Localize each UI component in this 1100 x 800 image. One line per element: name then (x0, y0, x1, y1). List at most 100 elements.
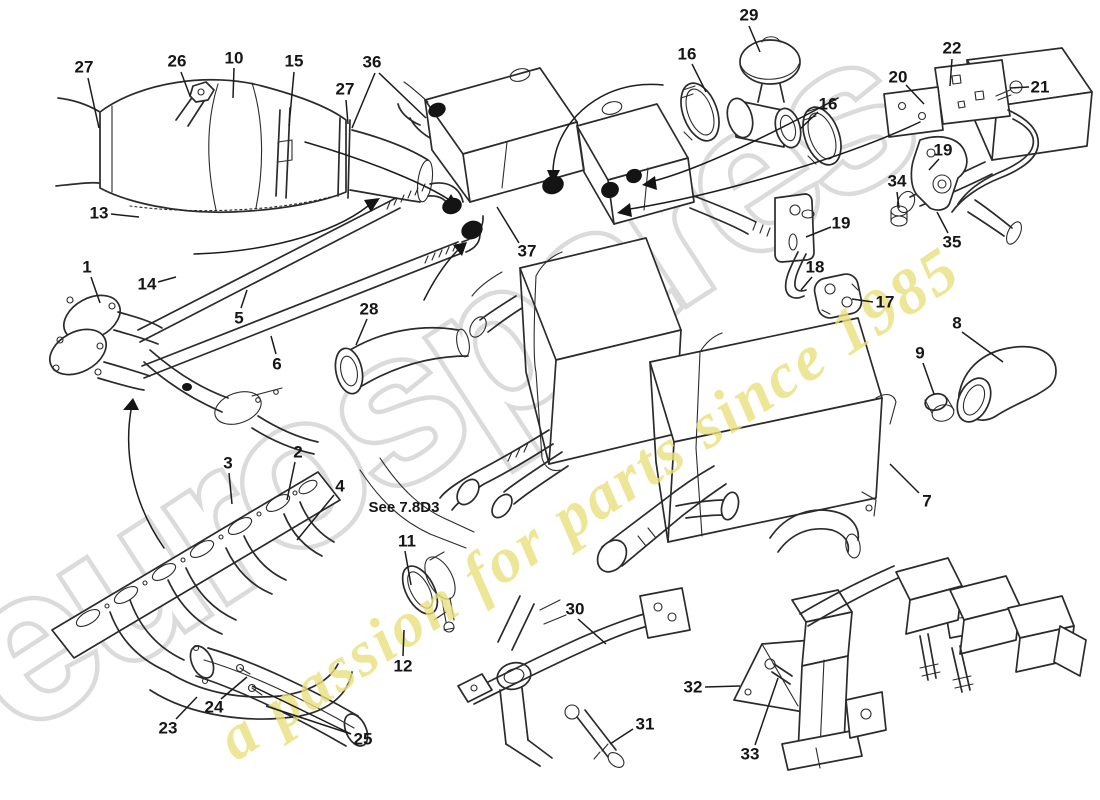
leader-line-36 (351, 72, 376, 129)
part-label-31: 31 (636, 715, 655, 734)
leader-line-29 (748, 25, 761, 53)
part-label-22: 22 (943, 39, 962, 58)
leader-line-11 (404, 550, 412, 586)
leader-line-33 (754, 677, 779, 746)
tailpipe-trim-drawing (924, 345, 1057, 423)
see-reference-note: See 7.8D3 (369, 499, 440, 516)
bracket-fragment-drawing (496, 595, 567, 767)
part-label-24: 24 (205, 698, 224, 717)
exhaust-valve-drawing (680, 36, 842, 166)
part-label-32: 32 (684, 678, 703, 697)
part-label-16a: 16 (678, 45, 697, 64)
hanger-bracket-lower-drawing (774, 193, 815, 299)
part-label-34: 34 (888, 172, 907, 191)
part-label-14: 14 (138, 275, 157, 294)
part-label-12: 12 (394, 657, 413, 676)
leader-line-19a (928, 158, 940, 171)
leader-line-26 (180, 71, 191, 97)
leader-line-22 (949, 58, 953, 87)
leader-line-13 (110, 213, 140, 218)
leader-line-25 (265, 705, 352, 735)
part-label-26: 26 (168, 52, 187, 71)
leader-line-1 (90, 276, 101, 304)
part-label-10: 10 (225, 49, 244, 68)
leader-line-36 (378, 72, 427, 119)
leader-line-6 (270, 335, 277, 355)
leader-line-23 (175, 696, 198, 720)
part-label-7: 7 (922, 492, 931, 511)
exhaust-manifold-drawing (109, 457, 475, 720)
part-label-21: 21 (1031, 78, 1050, 97)
support-strap-drawing (457, 587, 691, 768)
leader-line-4 (296, 494, 335, 541)
leader-line-32 (704, 685, 741, 688)
rear-bracket-assembly-drawing (733, 557, 1087, 771)
front-pipe-flange-drawing (49, 294, 319, 455)
leader-line-28 (355, 318, 368, 346)
part-label-13: 13 (90, 204, 109, 223)
catalytic-converter-drawing (55, 78, 434, 214)
leader-line-17 (851, 298, 874, 303)
leader-line-9 (922, 362, 935, 395)
rear-silencer-drawing (439, 237, 897, 573)
flex-hose-drawing (334, 326, 470, 395)
part-label-30: 30 (566, 600, 585, 619)
leader-line-16a (691, 63, 707, 93)
part-label-36: 36 (363, 53, 382, 72)
mounting-bracket-drawing (883, 59, 1040, 213)
part-label-8: 8 (952, 314, 961, 333)
leader-line-24 (220, 676, 248, 700)
leader-line-20 (905, 84, 925, 105)
catalyst-lower-drawing (189, 644, 369, 747)
part-label-28: 28 (360, 300, 379, 319)
leader-line-35 (936, 211, 949, 234)
part-label-1: 1 (82, 258, 91, 277)
leader-line-34 (896, 191, 900, 209)
part-label-27b: 27 (336, 80, 355, 99)
leader-line-19b (805, 226, 832, 238)
leader-line-31 (609, 728, 634, 745)
leader-line-18 (800, 276, 813, 291)
leader-line-27a (87, 77, 100, 129)
assembly-arrows (123, 83, 921, 549)
leader-line-25 (251, 685, 352, 735)
part-label-5: 5 (234, 309, 243, 328)
part-label-33: 33 (741, 745, 760, 764)
part-label-19a: 19 (934, 141, 953, 160)
leader-line-15 (288, 71, 295, 127)
part-label-16b: 16 (819, 95, 838, 114)
part-label-17: 17 (876, 293, 895, 312)
leader-line-16b (799, 111, 819, 130)
part-label-23: 23 (159, 719, 178, 738)
leader-line-30 (577, 618, 607, 645)
part-label-18: 18 (806, 258, 825, 277)
part-label-6: 6 (272, 355, 281, 374)
part-label-35: 35 (943, 233, 962, 252)
leader-line-3 (228, 472, 233, 505)
part-label-20: 20 (889, 68, 908, 87)
leader-line-27b (345, 99, 349, 125)
hanger-bracket-upper-drawing (890, 136, 968, 227)
part-label-27a: 27 (75, 58, 94, 77)
leader-line-21 (1009, 86, 1030, 89)
part-label-9: 9 (915, 344, 924, 363)
part-label-15: 15 (285, 52, 304, 71)
leader-line-2 (286, 461, 296, 501)
leader-line-12 (402, 629, 405, 657)
leader-line-8 (961, 331, 1004, 363)
leader-line-7 (889, 463, 920, 494)
manifold-gasket-drawing (51, 471, 341, 659)
part-label-25: 25 (354, 730, 373, 749)
part-label-2: 2 (293, 443, 302, 462)
part-label-4: 4 (335, 477, 345, 496)
leader-line-37 (496, 206, 520, 244)
part-label-37: 37 (518, 242, 537, 261)
part-label-11: 11 (398, 532, 416, 551)
leader-line-10 (232, 67, 235, 99)
part-label-3: 3 (223, 454, 232, 473)
centre-silencer-drawing (397, 67, 790, 247)
part-label-29: 29 (740, 6, 759, 25)
